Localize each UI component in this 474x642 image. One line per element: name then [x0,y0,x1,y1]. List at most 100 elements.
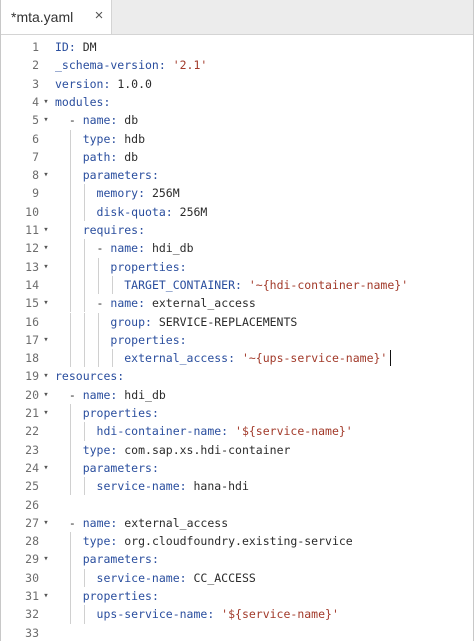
code-line[interactable]: 7 path: db [1,148,473,166]
close-icon[interactable]: × [94,7,104,24]
tab-mta-yaml[interactable]: *mta.yaml × [1,0,112,34]
code-line[interactable]: 6 type: hdb [1,130,473,148]
fold-chevron-icon[interactable]: ▾ [43,371,49,382]
indent-guide [83,349,85,368]
indent-guide [69,349,71,368]
fold-chevron-icon[interactable]: ▾ [43,517,49,528]
code-line[interactable]: 15▾ - name: external_access [1,294,473,312]
indent-guide [97,312,99,331]
code-line[interactable]: 14 TARGET_CONTAINER: '~{hdi-container-na… [1,276,473,294]
yaml-value: - [68,387,83,402]
indent-guide [69,404,71,423]
fold-chevron-icon[interactable]: ▾ [43,170,49,181]
code-line[interactable]: 19▾resources: [1,367,473,385]
yaml-value: org.cloudfoundry.existing-service [124,534,353,549]
indent-guide [97,275,99,295]
yaml-value: - [96,241,111,256]
fold-chevron-icon[interactable]: ▾ [43,591,49,601]
code-text: type: hdb [55,130,145,148]
yaml-value: db [124,113,139,128]
code-line[interactable]: 27▾ - name: external_access [1,514,473,532]
yaml-key: name: [82,387,125,402]
code-line[interactable]: 23 type: com.sap.xs.hdi-container [1,441,473,459]
fold-chevron-icon[interactable]: ▾ [43,389,49,400]
code-text: ID: DM [55,38,97,56]
code-line[interactable]: 5▾ - name: db [1,111,473,129]
tab-title: *mta.yaml [11,9,74,25]
code-line[interactable]: 2_schema-version: '2.1' [1,56,473,74]
indent-guide [69,166,71,185]
indent-guide [69,147,71,167]
code-line[interactable]: 25 service-name: hana-hdi [1,477,473,495]
yaml-key: name: [82,515,125,530]
yaml-value: 256M [179,204,208,219]
yaml-value: - [96,296,111,311]
code-text: - name: external_access [55,294,256,312]
yaml-value: CC_ACCESS [193,570,256,585]
yaml-key: name: [110,296,152,311]
code-text: properties: [55,587,159,605]
fold-chevron-icon[interactable]: ▾ [43,554,49,565]
fold-chevron-icon[interactable]: ▾ [43,408,49,418]
line-number: 30 [25,570,39,585]
yaml-string: '~{ups-service-name}' [241,351,388,366]
indent-guide [69,477,71,496]
line-number: 31 [25,589,39,603]
code-line[interactable]: 22 hdi-container-name: '${service-name}' [1,422,473,440]
code-line[interactable]: 26 [1,496,473,514]
line-number: 18 [25,351,39,366]
code-line[interactable]: 8▾ parameters: [1,166,473,184]
code-line[interactable]: 28 type: org.cloudfoundry.existing-servi… [1,532,473,550]
code-line[interactable]: 31 ▾ properties: [1,587,473,605]
indent-guide [69,422,71,441]
fold-chevron-icon[interactable]: ▾ [43,298,49,309]
indent-guide [83,257,85,276]
indent-guide [83,568,85,587]
code-line[interactable]: 32 ups-service-name: '${service-name}' [1,605,473,623]
line-number: 14 [25,277,39,292]
code-line[interactable]: 21▾ properties: [1,404,473,422]
yaml-key: path: [82,149,125,164]
code-line[interactable]: 29▾ parameters: [1,550,473,568]
yaml-string: '${service-name}' [235,424,353,439]
code-text: parameters: [55,550,159,568]
fold-chevron-icon[interactable]: ▾ [43,96,49,107]
code-line[interactable]: 4▾modules: [1,93,473,111]
line-number: 22 [25,424,39,439]
fold-chevron-icon[interactable]: ▾ [43,261,49,272]
code-text: properties: [55,258,186,276]
code-line[interactable]: 16 group: SERVICE-REPLACEMENTS [1,313,473,331]
code-line[interactable]: 9 memory: 256M [1,184,473,202]
code-line[interactable]: 33 [1,624,473,642]
yaml-value: - [68,113,83,128]
yaml-key: requires: [82,223,146,237]
code-line[interactable]: 24▾ parameters: [1,459,473,477]
indent-guide [69,202,71,221]
yaml-value: hdi_db [124,387,166,402]
yaml-key: properties: [82,589,159,603]
code-line[interactable]: 13▾ properties: [1,258,473,276]
indent-guide [83,239,85,258]
fold-chevron-icon[interactable]: ▾ [43,225,49,235]
fold-chevron-icon[interactable]: ▾ [43,462,49,473]
code-line[interactable]: 17▾ properties: [1,331,473,349]
yaml-value: hdi_db [151,241,194,256]
indent-guide [69,440,71,459]
line-number: 17 [25,332,39,347]
fold-chevron-icon[interactable]: ▾ [43,115,49,126]
code-line[interactable]: 12▾ - name: hdi_db [1,239,473,257]
fold-chevron-icon[interactable]: ▾ [43,334,49,345]
indent-guide [97,257,99,276]
fold-chevron-icon[interactable]: ▾ [43,243,49,254]
code-line[interactable]: 20▾ - name: hdi_db [1,386,473,404]
code-line[interactable]: 10 disk-quota: 256M [1,203,473,221]
code-line[interactable]: 11▾ requires: [1,221,473,239]
indent-guide [69,330,71,350]
code-text: path: db [55,148,138,166]
code-text: group: SERVICE-REPLACEMENTS [55,313,297,331]
code-line[interactable]: 30 service-name: CC_ACCESS [1,569,473,587]
code-line[interactable]: 18 external_access: '~{ups-service-name}… [1,349,473,367]
